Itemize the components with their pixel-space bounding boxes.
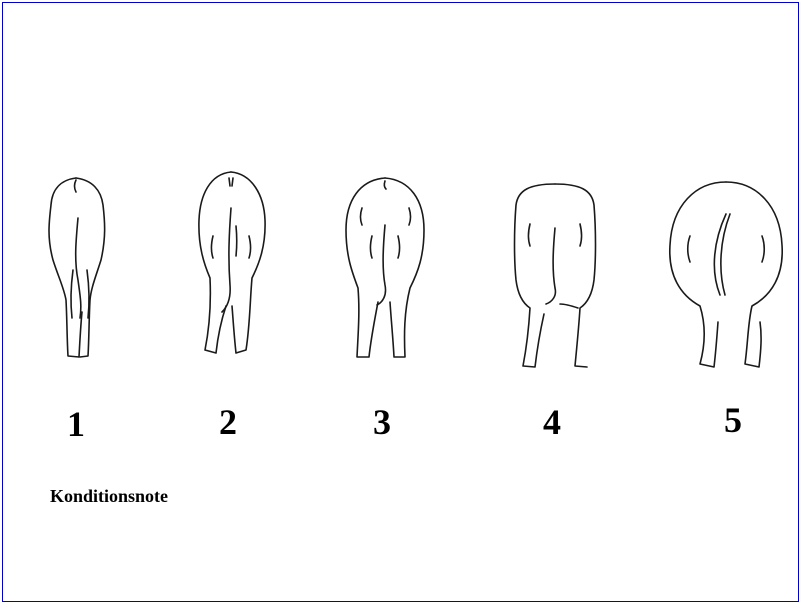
score-label-5: 5 — [724, 400, 742, 440]
caption: Konditionsnote — [50, 486, 168, 507]
sheep-rear-score-3 — [346, 178, 424, 357]
sheep-rear-score-2 — [199, 172, 265, 353]
sheep-rear-score-4 — [515, 184, 596, 367]
score-label-3: 3 — [373, 402, 391, 442]
score-label-4: 4 — [543, 402, 561, 442]
score-label-2: 2 — [219, 402, 237, 442]
sheep-rear-score-5 — [670, 182, 782, 367]
sheep-rear-score-1 — [49, 178, 105, 357]
score-label-1: 1 — [67, 404, 85, 444]
